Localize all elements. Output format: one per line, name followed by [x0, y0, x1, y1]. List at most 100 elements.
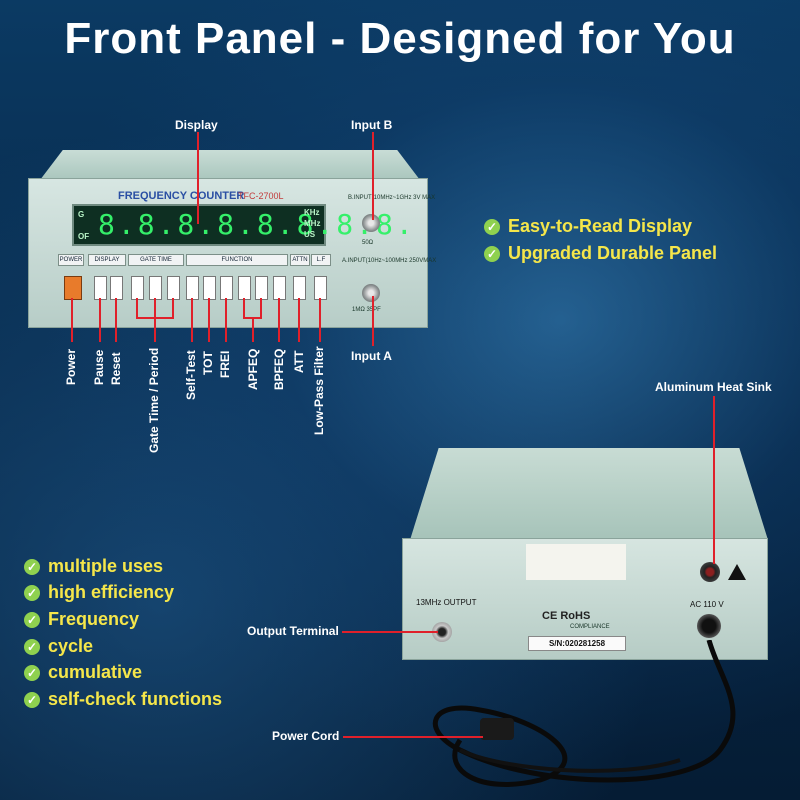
label-bpfeq: BPFEQ: [272, 348, 286, 390]
power-button[interactable]: [64, 276, 82, 300]
group-power: POWER: [58, 254, 84, 266]
gate-button-2[interactable]: [149, 276, 162, 300]
pointer-gate-b: [154, 298, 156, 342]
check-icon: ✓: [24, 559, 40, 575]
ce-rohs-mark: CE RoHS: [542, 610, 591, 622]
label-gate-time: Gate Time / Period: [147, 347, 161, 453]
pointer-output-terminal: [342, 631, 438, 633]
unit-khz: KHz: [304, 208, 320, 217]
feature-item: ✓self-check functions: [24, 689, 222, 710]
page-title: Front Panel - Designed for You: [64, 14, 736, 63]
pointer-low-pass: [319, 298, 321, 342]
input-b-spec: B.INPUT(10MHz~1GHz 3V MAX: [348, 195, 436, 201]
callout-output-terminal: Output Terminal: [247, 624, 339, 638]
pointer-pause: [99, 298, 101, 342]
group-gate-time: GATE TIME: [128, 254, 184, 266]
check-icon: ✓: [484, 219, 500, 235]
input-b-connector[interactable]: [362, 214, 380, 232]
pointer-input-a: [372, 296, 374, 346]
callout-display: Display: [175, 118, 218, 132]
label-power: Power: [64, 348, 78, 385]
callout-heat-sink: Aluminum Heat Sink: [655, 380, 772, 394]
callout-power-cord: Power Cord: [272, 729, 340, 743]
label-reset: Reset: [109, 352, 123, 385]
label-apfeq: APFEQ: [246, 348, 260, 390]
feature-item: ✓cycle: [24, 636, 93, 657]
pause-button[interactable]: [94, 276, 107, 300]
input-a-connector[interactable]: [362, 284, 380, 302]
output-bnc-connector[interactable]: [432, 622, 452, 642]
unit-mhz: MHz: [304, 219, 321, 228]
callout-input-b: Input B: [351, 118, 393, 132]
label-pause: Pause: [92, 349, 106, 385]
label-low-pass-filter: Low-Pass Filter: [312, 346, 326, 435]
check-icon: ✓: [24, 585, 40, 601]
pointer-gate-a: [136, 298, 138, 318]
label-att: ATT: [292, 350, 306, 373]
group-function: FUNCTION: [186, 254, 288, 266]
serial-number: S/N:020281258: [528, 636, 626, 651]
frei-button[interactable]: [220, 276, 233, 300]
check-icon: ✓: [24, 639, 40, 655]
label-frei: FREI: [218, 350, 232, 378]
compliance-text: COMPLIANCE: [570, 624, 610, 630]
check-icon: ✓: [24, 612, 40, 628]
screen-indicator-of: OF: [78, 232, 90, 241]
group-display: DISPLAY: [88, 254, 126, 266]
input-a-impedance: 1MΩ 35PF: [352, 307, 381, 313]
att-button[interactable]: [293, 276, 306, 300]
front-unit-top: [40, 150, 420, 180]
device-brand: FREQUENCY COUNTER: [118, 190, 245, 202]
feature-item: ✓cumulative: [24, 662, 142, 683]
label-sticker: [526, 544, 626, 580]
input-b-impedance: 50Ω: [362, 240, 374, 246]
pointer-bpfeq: [278, 298, 280, 342]
screen-indicator-g: G: [78, 210, 85, 219]
feature-item: ✓high efficiency: [24, 582, 174, 603]
low-pass-filter-button[interactable]: [314, 276, 327, 300]
pointer-apfeq-b: [260, 298, 262, 318]
pointer-self-test: [191, 298, 193, 342]
check-icon: ✓: [24, 692, 40, 708]
pointer-input-b: [372, 132, 374, 220]
pointer-att: [298, 298, 300, 342]
tot-button[interactable]: [203, 276, 216, 300]
self-test-button[interactable]: [186, 276, 199, 300]
pointer-power: [71, 298, 73, 342]
fuse-holder[interactable]: [700, 562, 720, 582]
display-screen: [72, 204, 326, 246]
label-self-test: Self-Test: [184, 350, 198, 400]
label-tot: TOT: [201, 351, 215, 375]
power-cord-graphic: [432, 640, 736, 787]
gate-button-3[interactable]: [167, 276, 180, 300]
callout-input-a: Input A: [351, 349, 392, 363]
pointer-apfeq-a: [243, 298, 245, 318]
pointer-gate-c: [172, 298, 174, 318]
check-icon: ✓: [484, 246, 500, 262]
unit-us: US: [304, 230, 316, 239]
reset-button[interactable]: [110, 276, 123, 300]
output-label: 13MHz OUTPUT: [416, 598, 477, 607]
warning-icon: [728, 564, 746, 580]
gate-button-1[interactable]: [131, 276, 144, 300]
highlight-display: ✓Easy-to-Read Display: [484, 216, 692, 237]
group-lf: L.F: [311, 254, 331, 266]
input-a-spec: A.INPUT(10Hz~100MHz 250VMAX: [342, 258, 437, 264]
pointer-display: [197, 132, 199, 224]
pointer-frei: [225, 298, 227, 342]
back-unit-top: [410, 448, 768, 540]
feature-item: ✓multiple uses: [24, 556, 163, 577]
device-model: TFC-2700L: [238, 191, 284, 201]
voltage-label: AC 110 V: [690, 600, 724, 609]
power-socket[interactable]: [697, 614, 721, 638]
pointer-apfeq: [252, 317, 254, 342]
front-panel: [28, 178, 428, 328]
apfeq-button-1[interactable]: [238, 276, 251, 300]
pointer-tot: [208, 298, 210, 342]
pointer-heat-sink: [713, 396, 715, 564]
apfeq-button-2[interactable]: [255, 276, 268, 300]
check-icon: ✓: [24, 665, 40, 681]
pointer-power-cord: [343, 736, 483, 738]
bpfeq-button[interactable]: [273, 276, 286, 300]
